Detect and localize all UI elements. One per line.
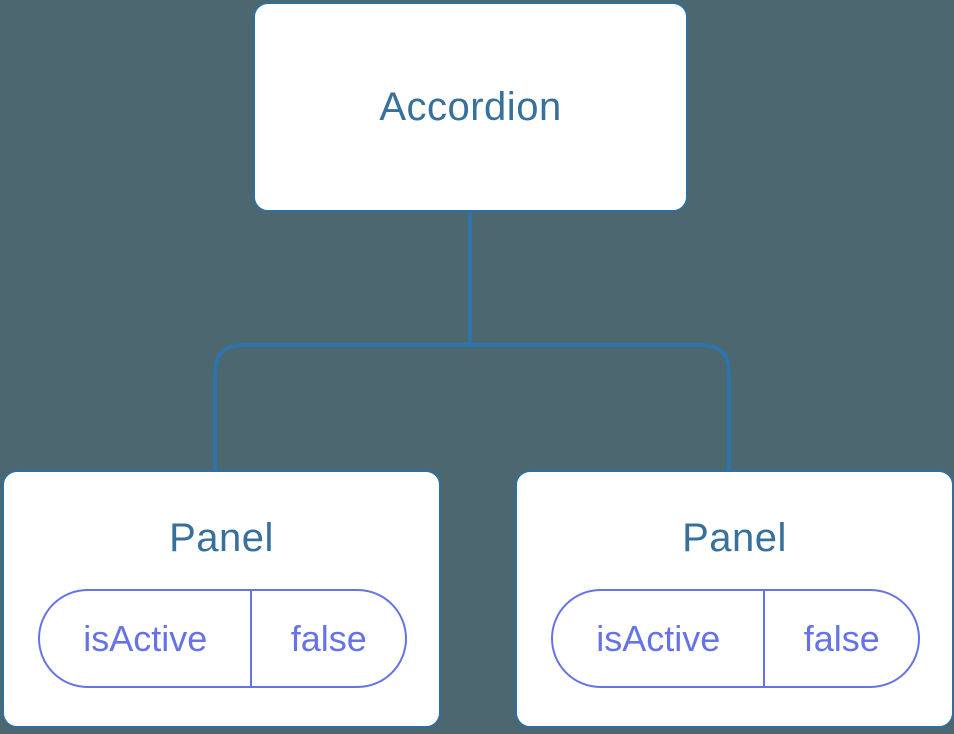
children-bracket-connector xyxy=(213,343,731,470)
component-node-panel-right: Panel isActive false xyxy=(515,470,954,728)
state-value-label: false xyxy=(250,591,405,686)
state-key-label: isActive xyxy=(83,617,208,659)
panel-node-label: Panel xyxy=(682,516,787,560)
state-key-label: isActive xyxy=(596,617,721,659)
panel-node-label: Panel xyxy=(169,516,274,560)
state-value-label: false xyxy=(763,591,918,686)
state-pill: isActive false xyxy=(38,589,407,688)
component-node-panel-left: Panel isActive false xyxy=(2,470,441,728)
state-pill: isActive false xyxy=(551,589,920,688)
component-node-accordion: Accordion xyxy=(253,2,688,212)
accordion-node-label: Accordion xyxy=(379,84,562,129)
